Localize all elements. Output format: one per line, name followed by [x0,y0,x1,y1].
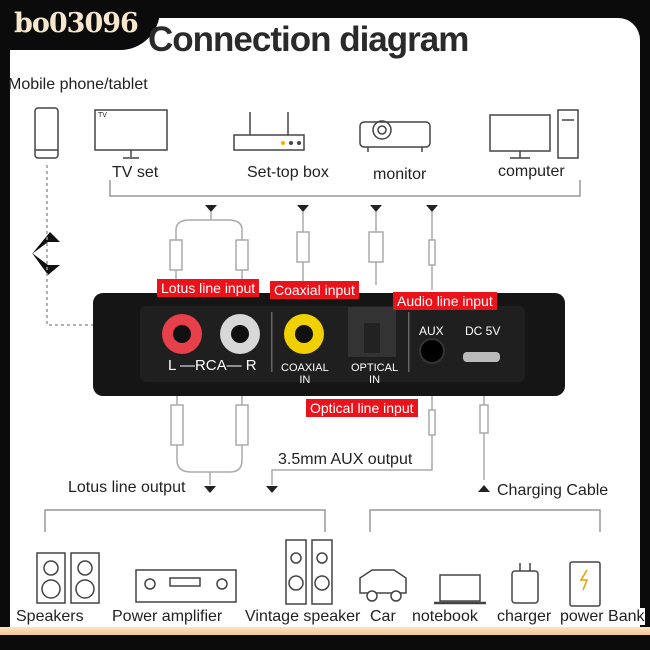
label-speakers: Speakers [16,608,84,625]
label-settop: Set-top box [247,164,329,181]
speakers-icon [36,552,100,604]
label-power-bank: power Bank [560,608,645,625]
label-charger: charger [497,608,552,625]
label-mobile: Mobile phone/tablet [8,76,148,93]
mobile-phone-icon [34,107,59,159]
aux-jack [419,338,445,364]
callout-audio-input: Audio line input [393,292,497,310]
label-lotus-output: Lotus line output [68,479,186,496]
page-title: Connection diagram [148,20,469,59]
label-car: Car [370,608,396,625]
callout-optical-input: Optical line input [306,399,418,417]
dc-label: DC 5V [465,324,501,338]
rca-label: L —RCA— R [168,357,257,374]
label-aux-output: 3.5mm AUX output [278,451,413,468]
power-bank-icon [569,561,601,607]
input-cables [169,212,436,290]
notebook-icon [434,574,486,605]
label-vintage-speaker: Vintage speaker [245,608,361,625]
watermark: bo03096 [0,0,160,50]
bluetooth-arrows-icon [32,232,60,275]
bottom-strip [0,627,650,635]
tv-icon [94,109,168,159]
callout-coaxial-input: Coaxial input [270,281,359,299]
label-notebook: notebook [412,608,478,625]
projector-icon [359,120,431,152]
label-tv: TV set [112,164,159,181]
car-icon [359,569,407,602]
label-computer: computer [498,163,565,180]
aux-label: AUX [419,324,444,338]
output-brackets [44,509,601,532]
power-amplifier-icon [135,569,237,603]
wireless-link [46,165,94,326]
device-body [93,293,565,396]
callout-lotus-input: Lotus line input [157,279,260,297]
label-charging-cable: Charging Cable [497,482,609,499]
output-cables [170,396,489,485]
label-monitor: monitor [373,166,427,183]
input-bracket [109,180,581,197]
bottom-dark-band [0,635,650,650]
charger-icon [511,563,539,604]
usb-port [463,352,500,362]
tv-screen-text: TV [98,112,107,119]
down-arrows [205,205,438,212]
computer-icon [489,109,579,159]
set-top-box-icon [233,112,305,151]
vintage-speaker-icon [285,539,333,605]
watermark-text: bo03096 [14,8,139,39]
label-power-amplifier: Power amplifier [112,608,223,625]
output-arrows [204,485,490,493]
